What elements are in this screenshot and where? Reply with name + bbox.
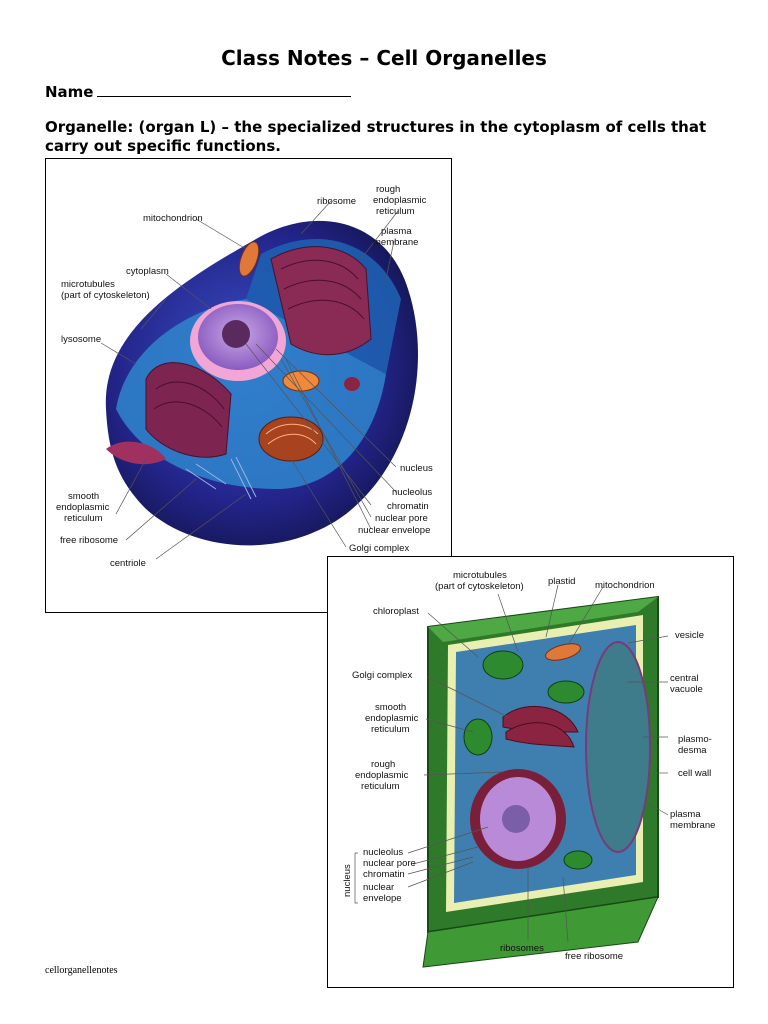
plant-label-rough-line3: reticulum xyxy=(361,781,400,792)
animal-label-rough-er-line2: endoplasmic xyxy=(373,195,427,206)
footer-filename: cellorganellenotes xyxy=(45,965,118,976)
plant-label-microtubules-line2: (part of cytoskeleton) xyxy=(435,581,524,592)
plant-label-plastid: plastid xyxy=(548,576,575,587)
plant-label-nucleus: nucleus xyxy=(342,864,353,897)
plant-cell-illustration: microtubules (part of cytoskeleton) plas… xyxy=(342,570,715,968)
plant-label-rough-line2: endoplasmic xyxy=(355,770,409,781)
plant-cell-figure: microtubules (part of cytoskeleton) plas… xyxy=(327,556,734,988)
plant-label-nuclear-line2: envelope xyxy=(363,893,402,904)
animal-label-microtubules-line2: (part of cytoskeleton) xyxy=(61,290,150,301)
animal-label-nucleolus: nucleolus xyxy=(392,487,432,498)
animal-label-rough-er-line3: reticulum xyxy=(376,206,415,217)
animal-label-mitochondrion: mitochondrion xyxy=(143,213,203,224)
animal-label-free-ribosome: free ribosome xyxy=(60,535,118,546)
plant-label-chromatin: chromatin xyxy=(363,869,405,880)
animal-label-plasma-line1: plasma xyxy=(381,226,412,237)
plant-label-golgi: Golgi complex xyxy=(352,670,412,681)
animal-label-centriole: centriole xyxy=(110,558,146,569)
plant-label-free-ribosome: free ribosome xyxy=(565,951,623,962)
animal-cell-illustration: ribosome rough endoplasmic reticulum mit… xyxy=(56,184,433,569)
plant-label-vesicle: vesicle xyxy=(675,630,704,641)
animal-label-microtubules-line1: microtubules xyxy=(61,279,115,290)
animal-label-cytoplasm: cytoplasm xyxy=(126,266,169,277)
plant-label-plasmo-line2: desma xyxy=(678,745,707,756)
plant-label-plasma-line2: membrane xyxy=(670,820,715,831)
animal-label-smooth-line3: reticulum xyxy=(64,513,103,524)
plant-label-smooth-line2: endoplasmic xyxy=(365,713,419,724)
animal-label-ribosome: ribosome xyxy=(317,196,356,207)
animal-label-plasma-line2: membrane xyxy=(373,237,418,248)
plant-label-nuclear-line1: nuclear xyxy=(363,882,394,893)
plant-label-plasma-line1: plasma xyxy=(670,809,701,820)
plant-label-smooth-line3: reticulum xyxy=(371,724,410,735)
page-title: Class Notes – Cell Organelles xyxy=(221,46,547,70)
animal-label-chromatin: chromatin xyxy=(387,501,429,512)
name-label: Name xyxy=(45,83,94,101)
plant-label-nuclear-pore: nuclear pore xyxy=(363,858,416,869)
plant-label-central-line2: vacuole xyxy=(670,684,703,695)
animal-label-nuclear-pore: nuclear pore xyxy=(375,513,428,524)
name-blank-line xyxy=(97,82,352,97)
plant-label-chloroplast: chloroplast xyxy=(373,606,419,617)
animal-label-smooth-line2: endoplasmic xyxy=(56,502,110,513)
nucleus-bracket xyxy=(354,852,358,904)
animal-label-smooth-line1: smooth xyxy=(68,491,99,502)
plant-label-cell-wall: cell wall xyxy=(678,768,711,779)
organelle-definition: Organelle: (organ L) – the specialized s… xyxy=(45,118,707,155)
plant-label-nucleolus: nucleolus xyxy=(363,847,403,858)
plant-label-central-line1: central xyxy=(670,673,699,684)
plant-label-ribosomes: ribosomes xyxy=(500,943,544,954)
animal-cell-figure: ribosome rough endoplasmic reticulum mit… xyxy=(45,158,452,613)
plant-label-smooth-line1: smooth xyxy=(375,702,406,713)
animal-label-rough-er-line1: rough xyxy=(376,184,400,195)
animal-label-lysosome: lysosome xyxy=(61,334,101,345)
plant-label-rough-line1: rough xyxy=(371,759,395,770)
animal-label-golgi: Golgi complex xyxy=(349,543,409,554)
plant-label-microtubules-line1: microtubules xyxy=(453,570,507,581)
plant-label-mitochondrion: mitochondrion xyxy=(595,580,655,591)
plant-label-plasmo-line1: plasmo- xyxy=(678,734,712,745)
name-field: Name xyxy=(45,82,352,101)
animal-label-nucleus: nucleus xyxy=(400,463,433,474)
animal-label-nuclear-envelope: nuclear envelope xyxy=(358,525,430,536)
